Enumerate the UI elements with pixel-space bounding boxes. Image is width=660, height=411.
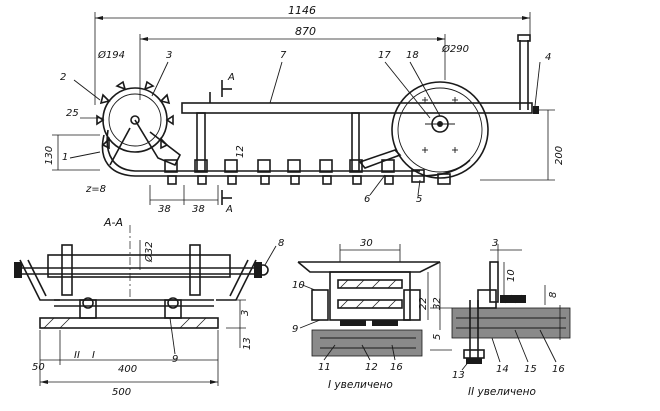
label-17: 17: [378, 50, 391, 61]
dim-200: 200: [554, 146, 565, 165]
dim-z8: z=8: [85, 184, 106, 195]
dim-50: 50: [32, 362, 45, 373]
dim-870: 870: [295, 25, 316, 38]
detail-mark-I: I: [92, 350, 95, 361]
label-1: 1: [62, 152, 68, 163]
label-3: 3: [166, 50, 172, 61]
dim-8: 8: [548, 292, 559, 298]
caption-detail-II: II увеличено: [468, 386, 536, 398]
dim-22: 22: [418, 297, 429, 310]
label-14: 14: [496, 364, 509, 375]
dim-30: 30: [360, 238, 373, 249]
label-12: 12: [365, 362, 378, 373]
dim-front-dia: Ø194: [97, 49, 125, 61]
label-13: 13: [452, 370, 465, 381]
label-7: 7: [280, 50, 287, 61]
label-8: 8: [278, 238, 284, 249]
section-title: А-А: [103, 216, 123, 229]
dim-3-left: 3: [240, 310, 251, 316]
label-10: 10: [292, 280, 305, 291]
dim-3-right: 3: [492, 238, 498, 249]
section-aa-view: [14, 225, 277, 386]
side-view: [52, 12, 555, 205]
dim-38b: 38: [192, 204, 205, 215]
label-5: 5: [416, 194, 422, 205]
sprocket-teeth: [96, 80, 174, 150]
label-4: 4: [545, 52, 551, 63]
dim-12: 12: [235, 145, 246, 158]
label-9b: 9: [292, 324, 298, 335]
label-18: 18: [406, 50, 419, 61]
dim-5: 5: [432, 334, 443, 340]
section-mark-top: A: [227, 72, 235, 83]
dim-10: 10: [506, 269, 517, 282]
section-mark-bottom: A: [225, 204, 233, 215]
label-16: 16: [390, 362, 403, 373]
detail-II-view: [430, 244, 571, 371]
detail-mark-II: II: [74, 350, 80, 361]
label-11: 11: [318, 362, 331, 373]
dim-13: 13: [242, 337, 253, 350]
label-2: 2: [60, 72, 66, 83]
caption-detail-I: I увеличено: [328, 379, 393, 391]
dim-400: 400: [118, 364, 137, 375]
dim-rear-dia: Ø290: [441, 43, 469, 55]
dim-25: 25: [66, 108, 79, 119]
dim-1146: 1146: [288, 4, 316, 17]
label-15: 15: [524, 364, 537, 375]
track-lugs: [164, 159, 451, 185]
dim-500: 500: [112, 387, 131, 398]
dim-32-detail: 32: [432, 297, 443, 310]
label-16b: 16: [552, 364, 565, 375]
label-6: 6: [364, 194, 370, 205]
label-9: 9: [172, 354, 178, 365]
dim-38a: 38: [158, 204, 171, 215]
dim-130: 130: [44, 146, 55, 165]
detail-I-view: [297, 244, 441, 361]
dim-32-section: Ø32: [143, 241, 155, 263]
